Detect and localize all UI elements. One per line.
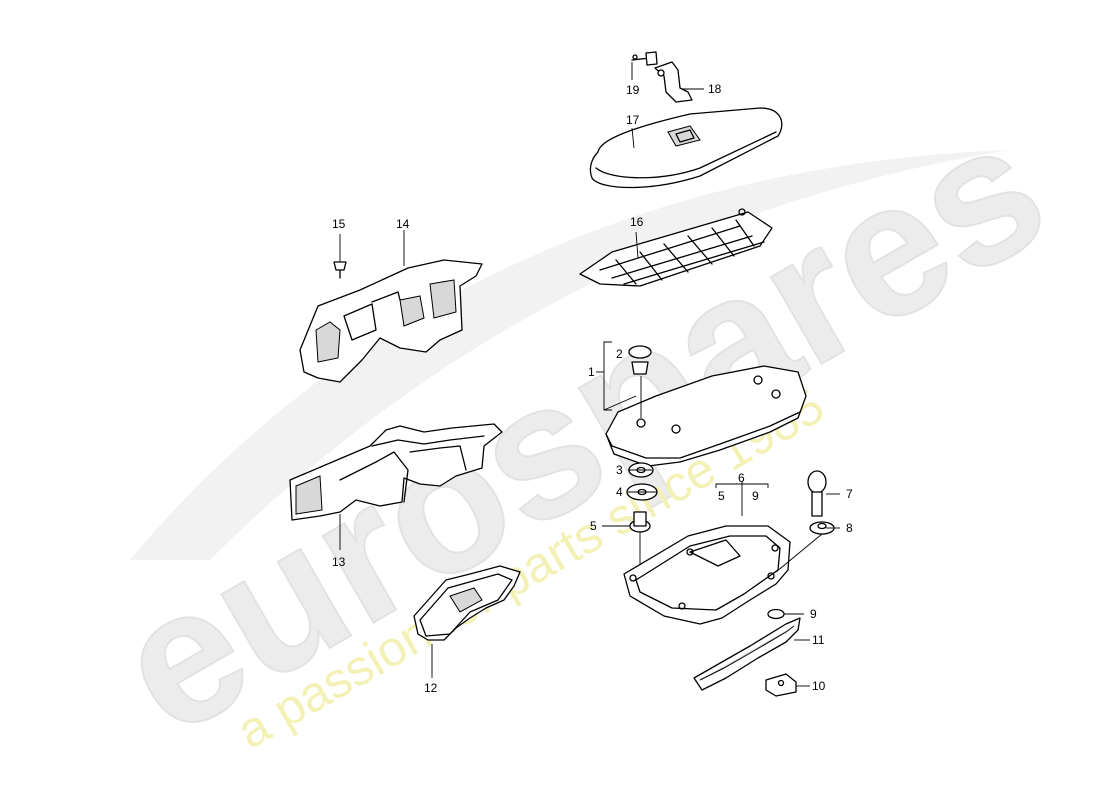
callout-17: 17 bbox=[626, 113, 640, 127]
part-1-cover[interactable] bbox=[605, 365, 807, 467]
callout-6-sub-5: 5 bbox=[718, 489, 725, 503]
part-11-strip[interactable] bbox=[693, 617, 801, 691]
part-15-clip[interactable] bbox=[333, 261, 347, 279]
callouts: 19 18 17 16 15 14 2 1 3 4 5 6 5 9 7 8 13… bbox=[332, 82, 853, 695]
watermark-swoosh bbox=[130, 150, 1010, 560]
callout-14: 14 bbox=[396, 217, 410, 231]
callout-6: 6 bbox=[738, 471, 745, 485]
watermark-brand: eurospares bbox=[85, 80, 1078, 776]
part-7-eyebolt[interactable] bbox=[807, 470, 827, 517]
leader-lines bbox=[339, 62, 840, 687]
callout-19: 19 bbox=[626, 83, 640, 97]
part-12-seal[interactable] bbox=[413, 565, 521, 641]
callout-16: 16 bbox=[630, 215, 644, 229]
callout-9: 9 bbox=[810, 607, 817, 621]
callout-4: 4 bbox=[616, 485, 623, 499]
part-16-net[interactable] bbox=[579, 208, 773, 287]
part-13-trim[interactable] bbox=[289, 423, 503, 521]
callout-3: 3 bbox=[616, 463, 623, 477]
callout-8: 8 bbox=[846, 521, 853, 535]
watermark: eurospares a passion for parts since 198… bbox=[84, 79, 1079, 777]
callout-13: 13 bbox=[332, 555, 346, 569]
callout-6-sub-9: 9 bbox=[752, 489, 759, 503]
part-6-tray[interactable] bbox=[623, 525, 791, 625]
part-17-lid[interactable] bbox=[589, 107, 783, 189]
part-18-bracket[interactable] bbox=[654, 61, 693, 103]
part-14-trim[interactable] bbox=[299, 259, 483, 383]
part-19-screw[interactable] bbox=[631, 51, 658, 66]
callout-12: 12 bbox=[424, 681, 438, 695]
part-2-fastener[interactable] bbox=[628, 345, 652, 418]
callout-15: 15 bbox=[332, 217, 346, 231]
callout-1: 1 bbox=[588, 365, 595, 379]
callout-18: 18 bbox=[708, 82, 722, 96]
callout-5: 5 bbox=[590, 519, 597, 533]
callout-11: 11 bbox=[812, 633, 825, 647]
callout-10: 10 bbox=[812, 679, 826, 693]
part-10-clip[interactable] bbox=[765, 673, 797, 697]
callout-7: 7 bbox=[846, 487, 853, 501]
callout-2: 2 bbox=[616, 347, 623, 361]
part-9-washer[interactable] bbox=[767, 608, 785, 620]
